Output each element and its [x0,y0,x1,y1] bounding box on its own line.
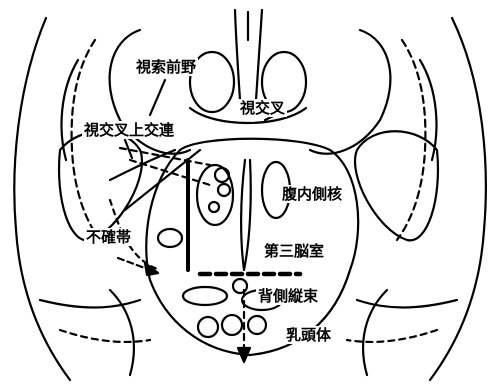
label-ventromedial-nucleus: 腹内側核 [280,185,344,203]
commissure-dash-1 [120,148,210,165]
vmn-circle-1 [215,168,229,182]
mb-oval-1 [183,287,227,305]
leader-preoptic [150,80,165,115]
mb-circle-1 [198,317,218,337]
label-optic-preoptic: 視索前野 [134,58,198,76]
third-ventricle-slit [241,160,251,270]
left-lower-dash [60,330,150,342]
vmn-circle-3 [209,202,219,212]
central-ring [146,139,358,355]
right-upper-lobe [310,30,390,154]
label-third-ventricle: 第三脳室 [262,242,326,260]
label-zona-incerta: 不確帯 [84,228,133,246]
right-lower-curve [357,300,457,308]
right-dashed-contour [397,40,425,240]
mb-circle-3 [248,316,266,334]
vmn-circle-2 [218,184,230,196]
label-optic-chiasm: 視交叉 [238,99,287,117]
commissure-curve [110,150,175,180]
outer-contour-right [430,18,486,380]
zona-incerta-oval [158,229,182,247]
right-inner-lobe [420,60,436,160]
label-mammillary-body: 乳頭体 [284,326,333,344]
right-lower-dash [347,330,437,342]
label-suprachiasmatic-commissure: 視交叉上交連 [82,121,176,139]
left-dashed-contour [72,40,100,240]
left-lower-curve [40,300,140,308]
mb-circle-2 [222,315,242,335]
label-dorsal-longitudinal-fasciculus: 背側縦束 [256,287,320,305]
